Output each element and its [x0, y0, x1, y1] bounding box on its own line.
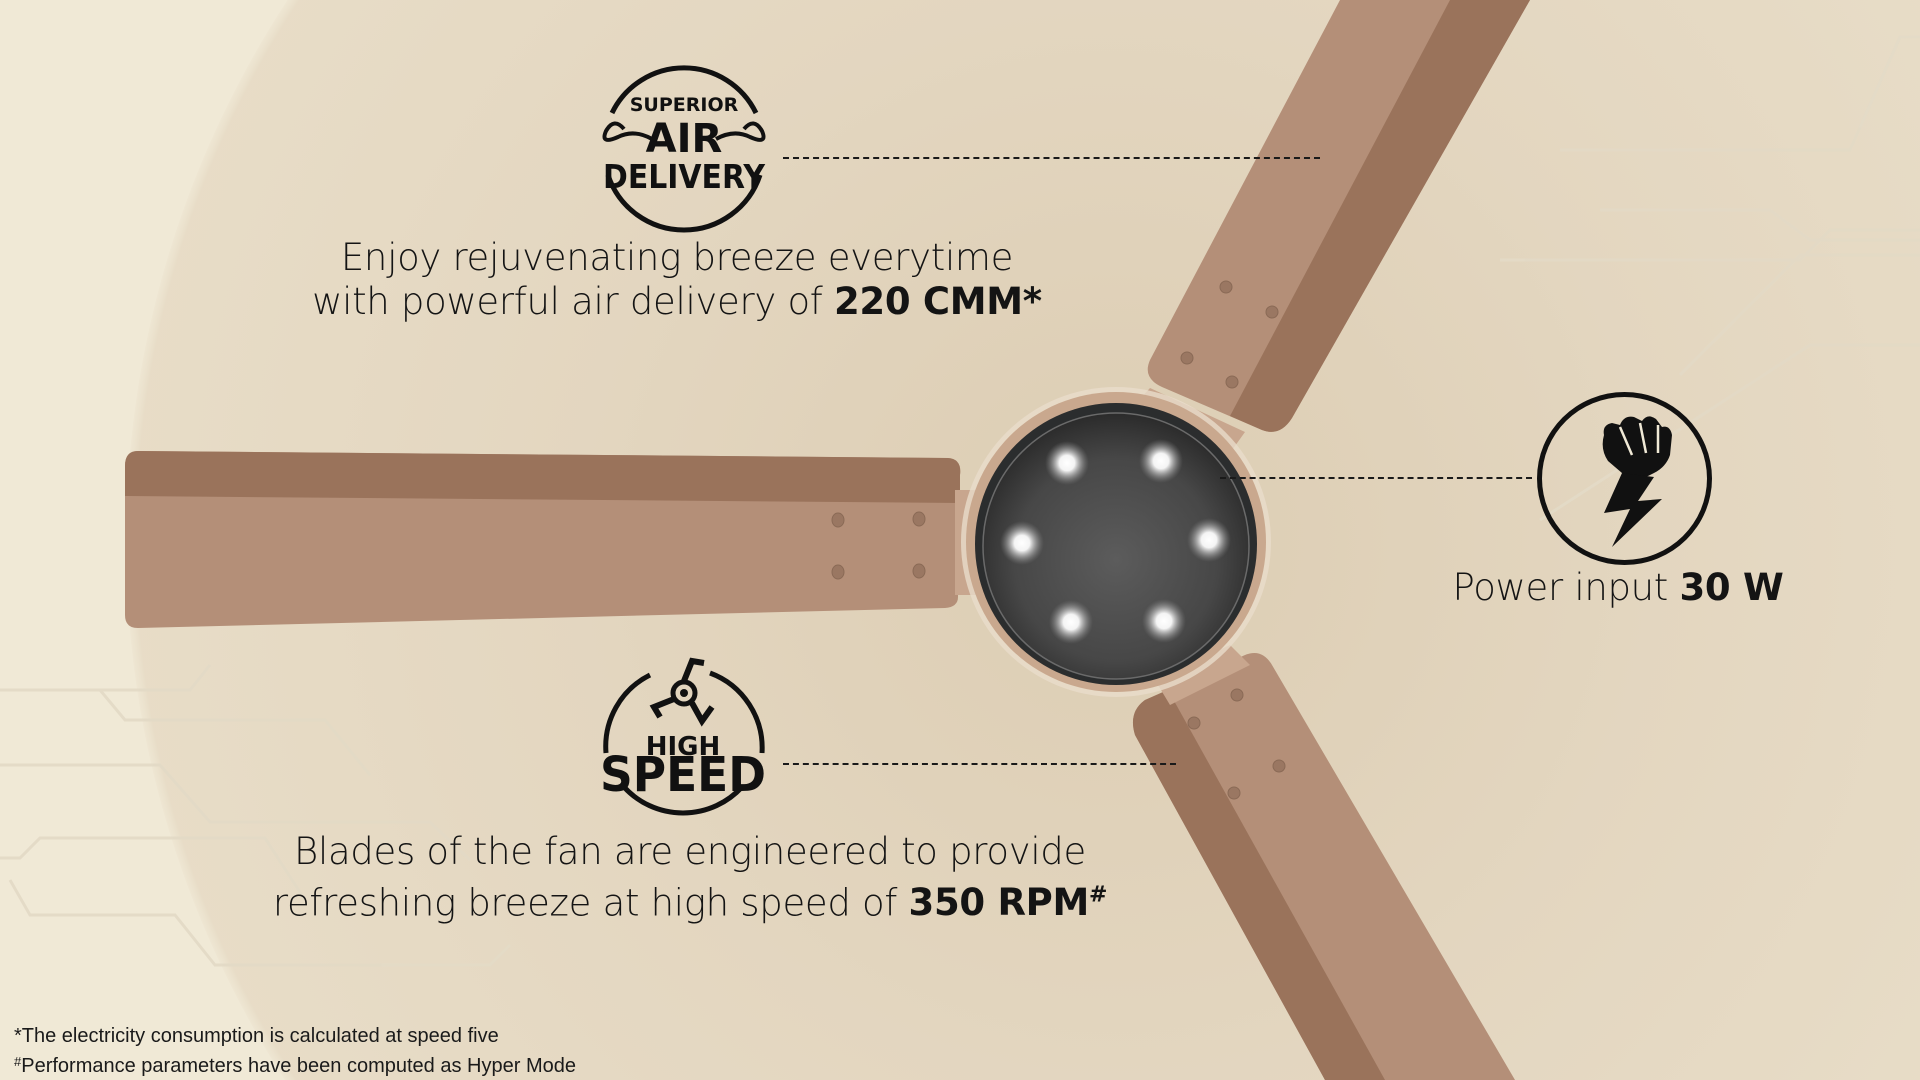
hub-led-lights — [1000, 439, 1231, 644]
footnotes: *The electricity consumption is calculat… — [14, 1024, 576, 1079]
air-delivery-line2: with powerful air delivery of 220 CMM* — [312, 280, 1042, 323]
footnote-performance: #Performance parameters have been comput… — [14, 1054, 576, 1077]
high-speed-description: Blades of the fan are engineered to prov… — [240, 830, 1140, 925]
superior-air-delivery-badge-icon: SUPERIOR AIR DELIVERY — [602, 65, 766, 233]
high-speed-value: 350 RPM# — [908, 881, 1108, 925]
high-speed-fan-badge-icon: HIGH SPEED — [600, 657, 766, 816]
svg-text:DELIVERY: DELIVERY — [603, 157, 766, 196]
fan-blade-left — [125, 451, 985, 628]
power-description: Power input 30 W — [1452, 566, 1784, 609]
air-delivery-leader-line — [783, 157, 1320, 159]
air-delivery-value: 220 CMM* — [833, 280, 1042, 323]
svg-text:SPEED: SPEED — [600, 747, 766, 803]
footnote-electricity: *The electricity consumption is calculat… — [14, 1025, 499, 1047]
power-value: 30 W — [1679, 566, 1784, 609]
high-speed-leader-line — [783, 763, 1176, 765]
fan-hub — [961, 387, 1271, 697]
air-delivery-description: Enjoy rejuvenating breeze everytime with… — [277, 236, 1077, 324]
fist-lightning-icon — [1602, 416, 1672, 547]
svg-text:SUPERIOR: SUPERIOR — [630, 94, 739, 116]
fan-blade-bottom — [1132, 645, 1515, 1080]
power-leader-line — [1220, 477, 1532, 479]
high-speed-line1: Blades of the fan are engineered to prov… — [294, 830, 1086, 873]
high-speed-badge: HIGH SPEED — [600, 655, 766, 822]
svg-text:AIR: AIR — [646, 116, 723, 162]
svg-text:HIGH: HIGH — [646, 732, 721, 762]
superior-air-delivery-badge: SUPERIOR AIR DELIVERY — [594, 59, 774, 233]
high-speed-line2: refreshing breeze at high speed of 350 R… — [272, 881, 1108, 925]
power-badge — [1537, 392, 1712, 565]
air-delivery-line1: Enjoy rejuvenating breeze everytime — [340, 236, 1014, 279]
